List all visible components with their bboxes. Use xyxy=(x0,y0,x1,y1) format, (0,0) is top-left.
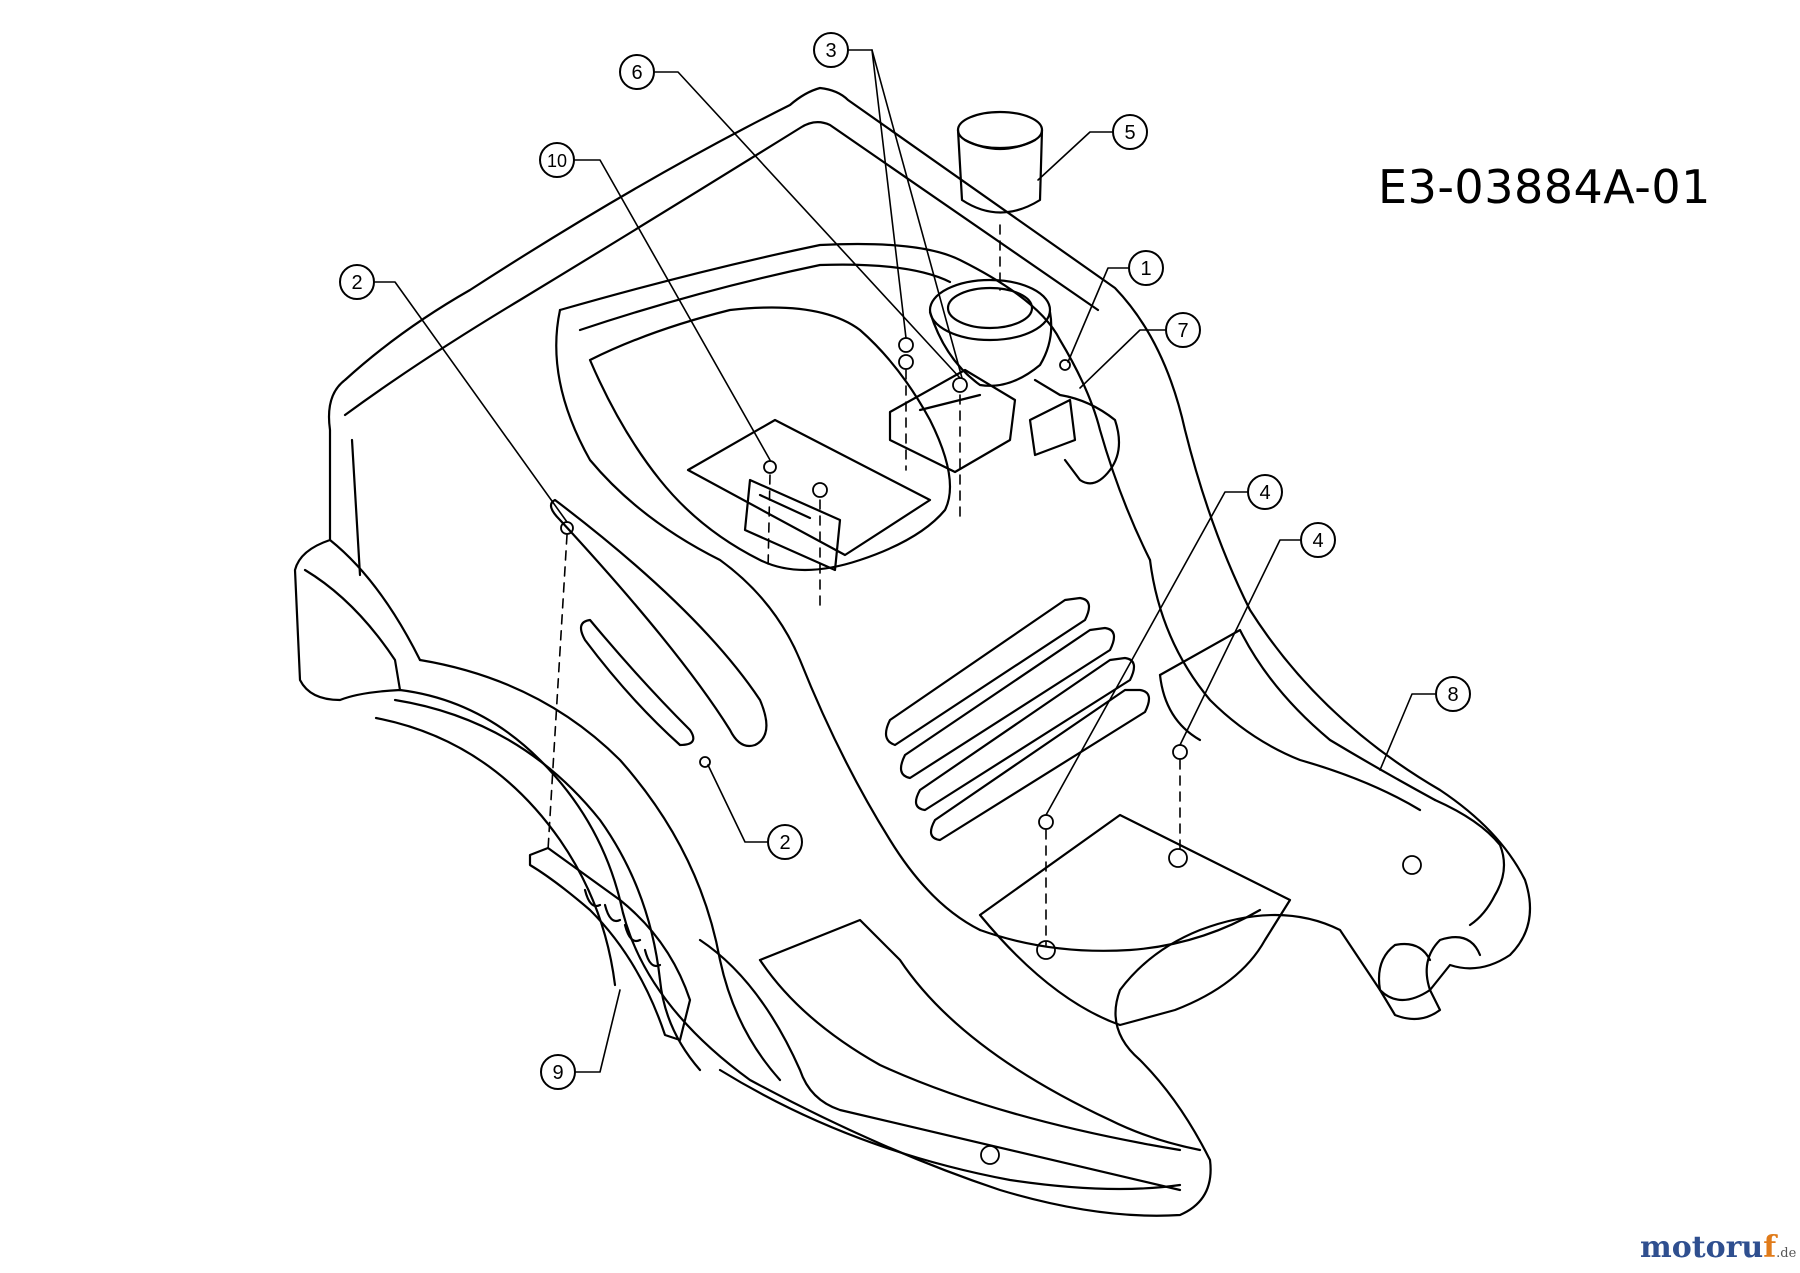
watermark-brand: motoru xyxy=(1640,1230,1764,1265)
leader-lines xyxy=(374,49,1436,1073)
callout-6: 6 xyxy=(619,54,655,90)
callout-5: 5 xyxy=(1112,114,1148,150)
callout-9: 9 xyxy=(540,1054,576,1090)
svg-text:1: 1 xyxy=(1140,258,1151,280)
seat-recess xyxy=(588,306,952,572)
cup-holder xyxy=(928,278,1053,387)
watermark-suffix: .de xyxy=(1776,1246,1797,1261)
fender-guard xyxy=(528,846,692,1042)
callout-4: 4 xyxy=(1247,474,1283,510)
callout-2: 2 xyxy=(339,264,375,300)
bracket xyxy=(1028,378,1121,485)
svg-text:8: 8 xyxy=(1447,684,1458,706)
svg-text:2: 2 xyxy=(779,832,790,854)
svg-text:4: 4 xyxy=(1259,482,1270,504)
svg-text:4: 4 xyxy=(1312,530,1323,552)
callout-2: 2 xyxy=(767,824,803,860)
assembly-lines xyxy=(547,224,1181,946)
svg-text:6: 6 xyxy=(631,62,642,84)
hardware xyxy=(560,337,1422,1165)
mounting-plate-left xyxy=(686,418,932,572)
watermark-logo: motoruf.de xyxy=(1640,1230,1796,1265)
svg-text:7: 7 xyxy=(1177,320,1188,342)
callout-10: 10 xyxy=(539,142,575,178)
svg-text:2: 2 xyxy=(351,272,362,294)
vent-slots xyxy=(884,596,1151,842)
callout-3: 3 xyxy=(813,32,849,68)
svg-text:9: 9 xyxy=(552,1062,563,1084)
callout-7: 7 xyxy=(1165,312,1201,348)
fender-body xyxy=(293,86,1532,1217)
svg-text:5: 5 xyxy=(1124,122,1135,144)
part-code: E3-03884A-01 xyxy=(1378,160,1711,214)
callouts: 1 2 2 3 4 4 5 6 7 8 9 10 xyxy=(339,32,1471,1090)
watermark-accent: f xyxy=(1763,1230,1777,1265)
svg-text:10: 10 xyxy=(547,151,567,171)
mounting-plate-right xyxy=(888,368,1017,474)
callout-4: 4 xyxy=(1300,522,1336,558)
cup-insert xyxy=(956,110,1044,214)
rear-trim xyxy=(698,938,1442,1192)
grab-slot xyxy=(549,498,768,748)
svg-text:3: 3 xyxy=(825,40,836,62)
foot-deck xyxy=(978,813,1292,1027)
callout-1: 1 xyxy=(1128,250,1164,286)
callout-8: 8 xyxy=(1435,676,1471,712)
